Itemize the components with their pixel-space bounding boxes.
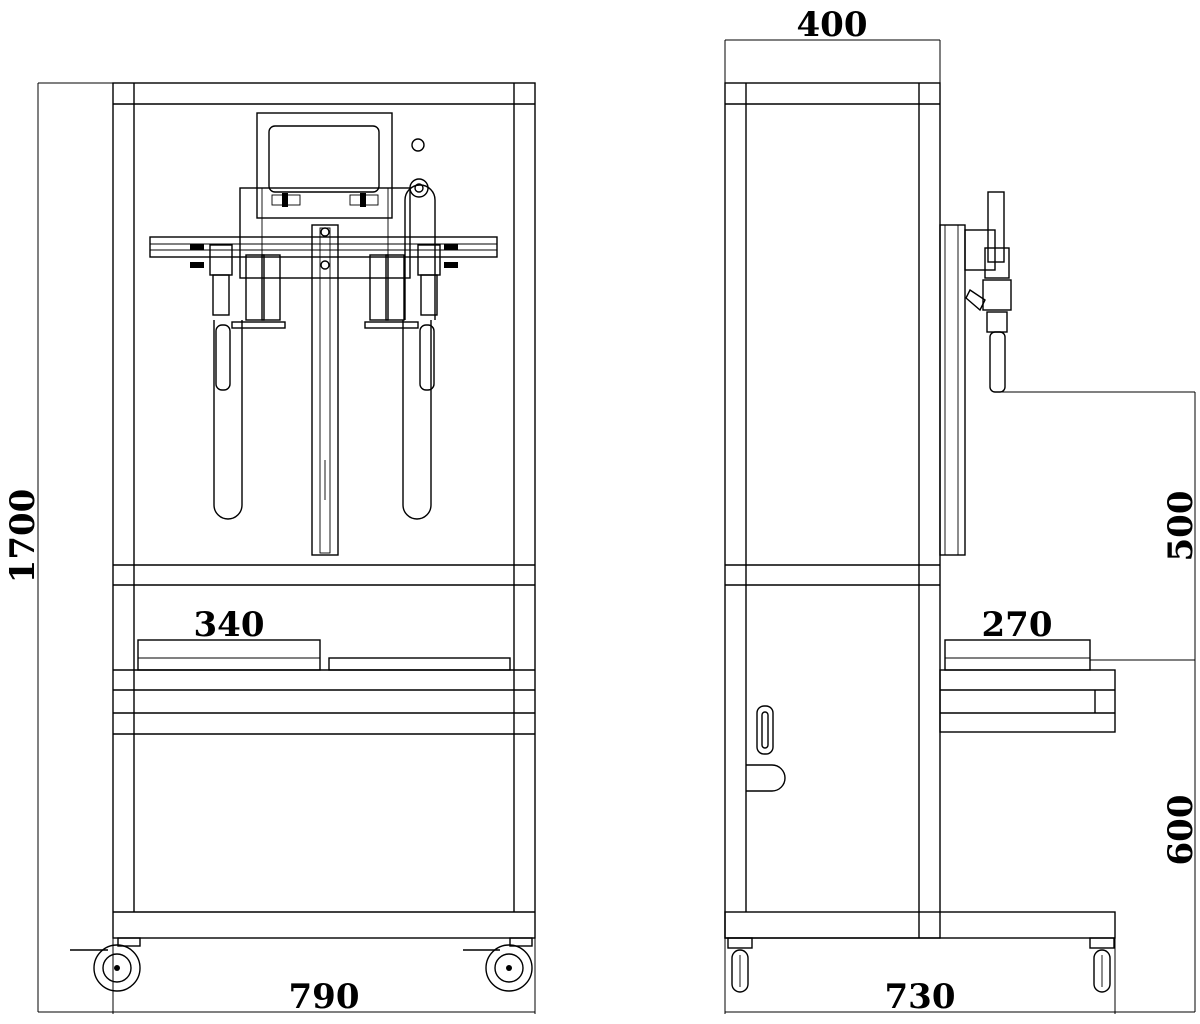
right-cylinder-a <box>369 254 389 321</box>
side-caster-right <box>1089 937 1115 993</box>
door-latch <box>756 705 774 755</box>
cross-rail <box>149 236 498 258</box>
side-view: 400 730 270 500 600 <box>724 5 1200 1017</box>
front-view: 1700 790 340 <box>3 82 536 1017</box>
door-handle <box>746 764 786 792</box>
side-top-label: 400 <box>797 5 868 45</box>
front-caster-right <box>463 937 533 992</box>
front-tray-right <box>328 657 511 671</box>
front-caster-left <box>70 937 141 992</box>
side-base <box>724 911 1116 939</box>
mechanism-frame <box>239 187 411 279</box>
side-cylinder <box>987 191 1005 263</box>
side-caster-left <box>727 937 753 993</box>
center-column <box>311 224 339 556</box>
side-panel <box>939 224 966 556</box>
front-width-label: 790 <box>289 977 360 1017</box>
display-housing <box>256 112 393 219</box>
side-upper-height-label: 500 <box>1161 491 1200 562</box>
left-forming-tube <box>213 320 243 520</box>
side-width-label: 730 <box>885 977 956 1017</box>
front-height-label: 1700 <box>3 489 43 584</box>
left-cylinder-a <box>261 254 281 321</box>
display-screen <box>268 125 380 193</box>
right-forming-tube <box>402 320 432 520</box>
arched-pipe <box>404 184 436 320</box>
front-tray-label: 340 <box>194 605 265 645</box>
side-lower-height-label: 600 <box>1161 795 1200 866</box>
front-frame-outline <box>112 82 536 939</box>
indicator-light <box>411 138 425 152</box>
side-frame-outline <box>724 82 941 939</box>
side-nozzle <box>989 331 1006 393</box>
side-tray-label: 270 <box>982 605 1053 645</box>
side-drawer <box>939 669 1116 733</box>
